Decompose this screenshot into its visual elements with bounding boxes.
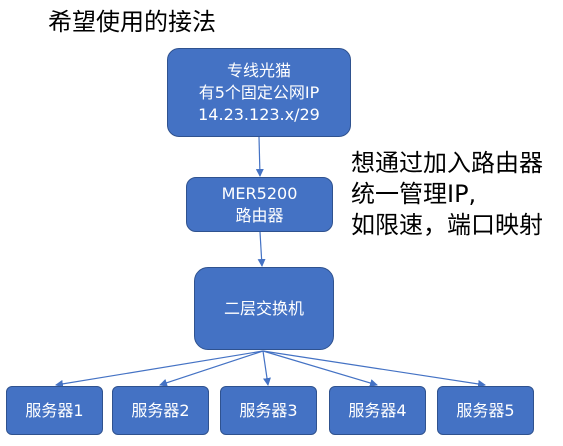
server-node-4: 服务器4 — [329, 386, 426, 435]
diagram-title: 希望使用的接法 — [48, 8, 216, 36]
router-model: MER5200 — [221, 183, 298, 203]
fiber-modem-node: 专线光猫 有5个固定公网IP 14.23.123.x/29 — [167, 48, 351, 137]
server-node-2: 服务器2 — [112, 386, 209, 435]
modem-label: 专线光猫 — [226, 60, 291, 80]
server-label: 服务器1 — [25, 400, 84, 420]
layer2-switch-node: 二层交换机 — [194, 267, 334, 350]
server-node-1: 服务器1 — [6, 386, 103, 435]
server-label: 服务器3 — [239, 400, 298, 420]
switch-label: 二层交换机 — [223, 298, 304, 318]
router-node: MER5200 路由器 — [186, 177, 333, 232]
annotation-note: 想通过加入路由器 统一管理IP, 如限速，端口映射 — [351, 148, 543, 241]
modem-subnet: 14.23.123.x/29 — [198, 104, 320, 124]
connector-switch-to-server-5 — [262, 350, 486, 388]
connector-switch-to-server-3 — [262, 350, 271, 386]
server-label: 服务器5 — [456, 400, 515, 420]
note-line: 如限速，端口映射 — [351, 211, 543, 239]
modem-ip-count: 有5个固定公网IP — [198, 82, 320, 102]
router-label: 路由器 — [235, 205, 284, 225]
note-line: 想通过加入路由器 — [351, 149, 543, 177]
server-label: 服务器4 — [348, 400, 407, 420]
connector-modem-to-router — [255, 136, 264, 177]
connector-switch-to-server-2 — [159, 350, 264, 387]
server-node-5: 服务器5 — [437, 386, 534, 435]
server-label: 服务器2 — [131, 400, 190, 420]
connector-switch-to-server-4 — [262, 350, 378, 387]
note-line: 统一管理IP, — [351, 180, 477, 208]
server-node-3: 服务器3 — [220, 386, 317, 435]
connector-switch-to-server-1 — [55, 350, 264, 388]
connector-router-to-switch — [257, 231, 266, 267]
